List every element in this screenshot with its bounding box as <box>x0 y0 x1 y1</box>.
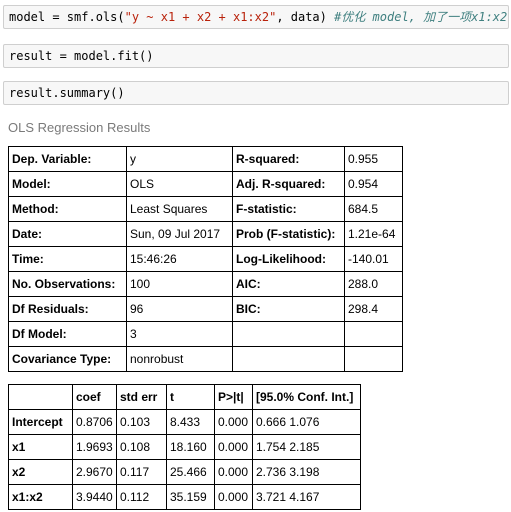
column-header <box>8 384 73 410</box>
summary-value: 684.5 <box>344 196 403 222</box>
table-cell: 0.112 <box>116 484 167 510</box>
table-cell: 18.160 <box>166 434 215 460</box>
column-header: std err <box>116 384 167 410</box>
summary-value: 96 <box>126 296 233 322</box>
table-cell: 0.108 <box>116 434 167 460</box>
table-cell: 3.721 4.167 <box>252 484 361 510</box>
summary-label: Model: <box>8 171 127 197</box>
table-cell: 35.159 <box>166 484 215 510</box>
table-cell: 25.466 <box>166 459 215 485</box>
summary-value <box>344 346 403 372</box>
summary-value: nonrobust <box>126 346 233 372</box>
summary-value: Sun, 09 Jul 2017 <box>126 221 233 247</box>
summary-label: Covariance Type: <box>8 346 127 372</box>
summary-value: -140.01 <box>344 246 403 272</box>
summary-value: OLS <box>126 171 233 197</box>
code-text: result.summary() <box>9 86 125 100</box>
summary-value: 3 <box>126 321 233 347</box>
summary-label: Date: <box>8 221 127 247</box>
summary-label: Df Residuals: <box>8 296 127 322</box>
row-label: x1 <box>8 434 73 460</box>
row-label: Intercept <box>8 409 73 435</box>
code-comment: #优化 model, 加了一项x1:x2 <box>334 10 508 24</box>
summary-label: Adj. R-squared: <box>232 171 345 197</box>
summary-label <box>232 346 345 372</box>
code-cell-fit[interactable]: result = model.fit() <box>3 44 509 68</box>
table-row: Df Model:3 <box>8 321 403 347</box>
summary-value: Least Squares <box>126 196 233 222</box>
summary-label: No. Observations: <box>8 271 127 297</box>
code-cell-summary[interactable]: result.summary() <box>3 81 509 105</box>
table-cell: 0.000 <box>214 459 253 485</box>
code-text-suffix: , data) <box>276 10 335 24</box>
column-header: t <box>166 384 215 410</box>
table-cell: 1.754 2.185 <box>252 434 361 460</box>
table-cell: 2.9670 <box>72 459 117 485</box>
table-cell: 0.8706 <box>72 409 117 435</box>
table-cell: 0.000 <box>214 484 253 510</box>
table-cell: 1.9693 <box>72 434 117 460</box>
code-text: result = model.fit() <box>9 49 154 63</box>
summary-value: 288.0 <box>344 271 403 297</box>
summary-value: 0.955 <box>344 146 403 172</box>
row-label: x2 <box>8 459 73 485</box>
table-row: Covariance Type:nonrobust <box>8 346 403 372</box>
summary-label: Prob (F-statistic): <box>232 221 345 247</box>
summary-value: 298.4 <box>344 296 403 322</box>
summary-label: Dep. Variable: <box>8 146 127 172</box>
summary-label: Df Model: <box>8 321 127 347</box>
formula-string: "y ~ x1 + x2 + x1:x2" <box>124 10 277 24</box>
summary-label: Time: <box>8 246 127 272</box>
summary-value: y <box>126 146 233 172</box>
column-header: coef <box>72 384 117 410</box>
table-cell: 8.433 <box>166 409 215 435</box>
output-title: OLS Regression Results <box>8 120 151 135</box>
summary-label: AIC: <box>232 271 345 297</box>
table-cell: 0.000 <box>214 409 253 435</box>
row-label: x1:x2 <box>8 484 73 510</box>
column-header: [95.0% Conf. Int.] <box>252 384 361 410</box>
column-header: P>|t| <box>214 384 253 410</box>
summary-value <box>344 321 403 347</box>
summary-value: 100 <box>126 271 233 297</box>
table-cell: 0.666 1.076 <box>252 409 361 435</box>
summary-value: 15:46:26 <box>126 246 233 272</box>
summary-label: BIC: <box>232 296 345 322</box>
summary-label: Log-Likelihood: <box>232 246 345 272</box>
table-cell: 0.000 <box>214 434 253 460</box>
summary-value: 0.954 <box>344 171 403 197</box>
table-cell: 3.9440 <box>72 484 117 510</box>
summary-label: F-statistic: <box>232 196 345 222</box>
summary-label: R-squared: <box>232 146 345 172</box>
code-cell-model[interactable]: model = smf.ols("y ~ x1 + x2 + x1:x2", d… <box>3 5 509 29</box>
code-text: model = smf.ols( <box>9 10 125 24</box>
table-cell: 2.736 3.198 <box>252 459 361 485</box>
summary-label: Method: <box>8 196 127 222</box>
summary-label <box>232 321 345 347</box>
summary-value: 1.21e-64 <box>344 221 403 247</box>
table-cell: 0.117 <box>116 459 167 485</box>
table-cell: 0.103 <box>116 409 167 435</box>
